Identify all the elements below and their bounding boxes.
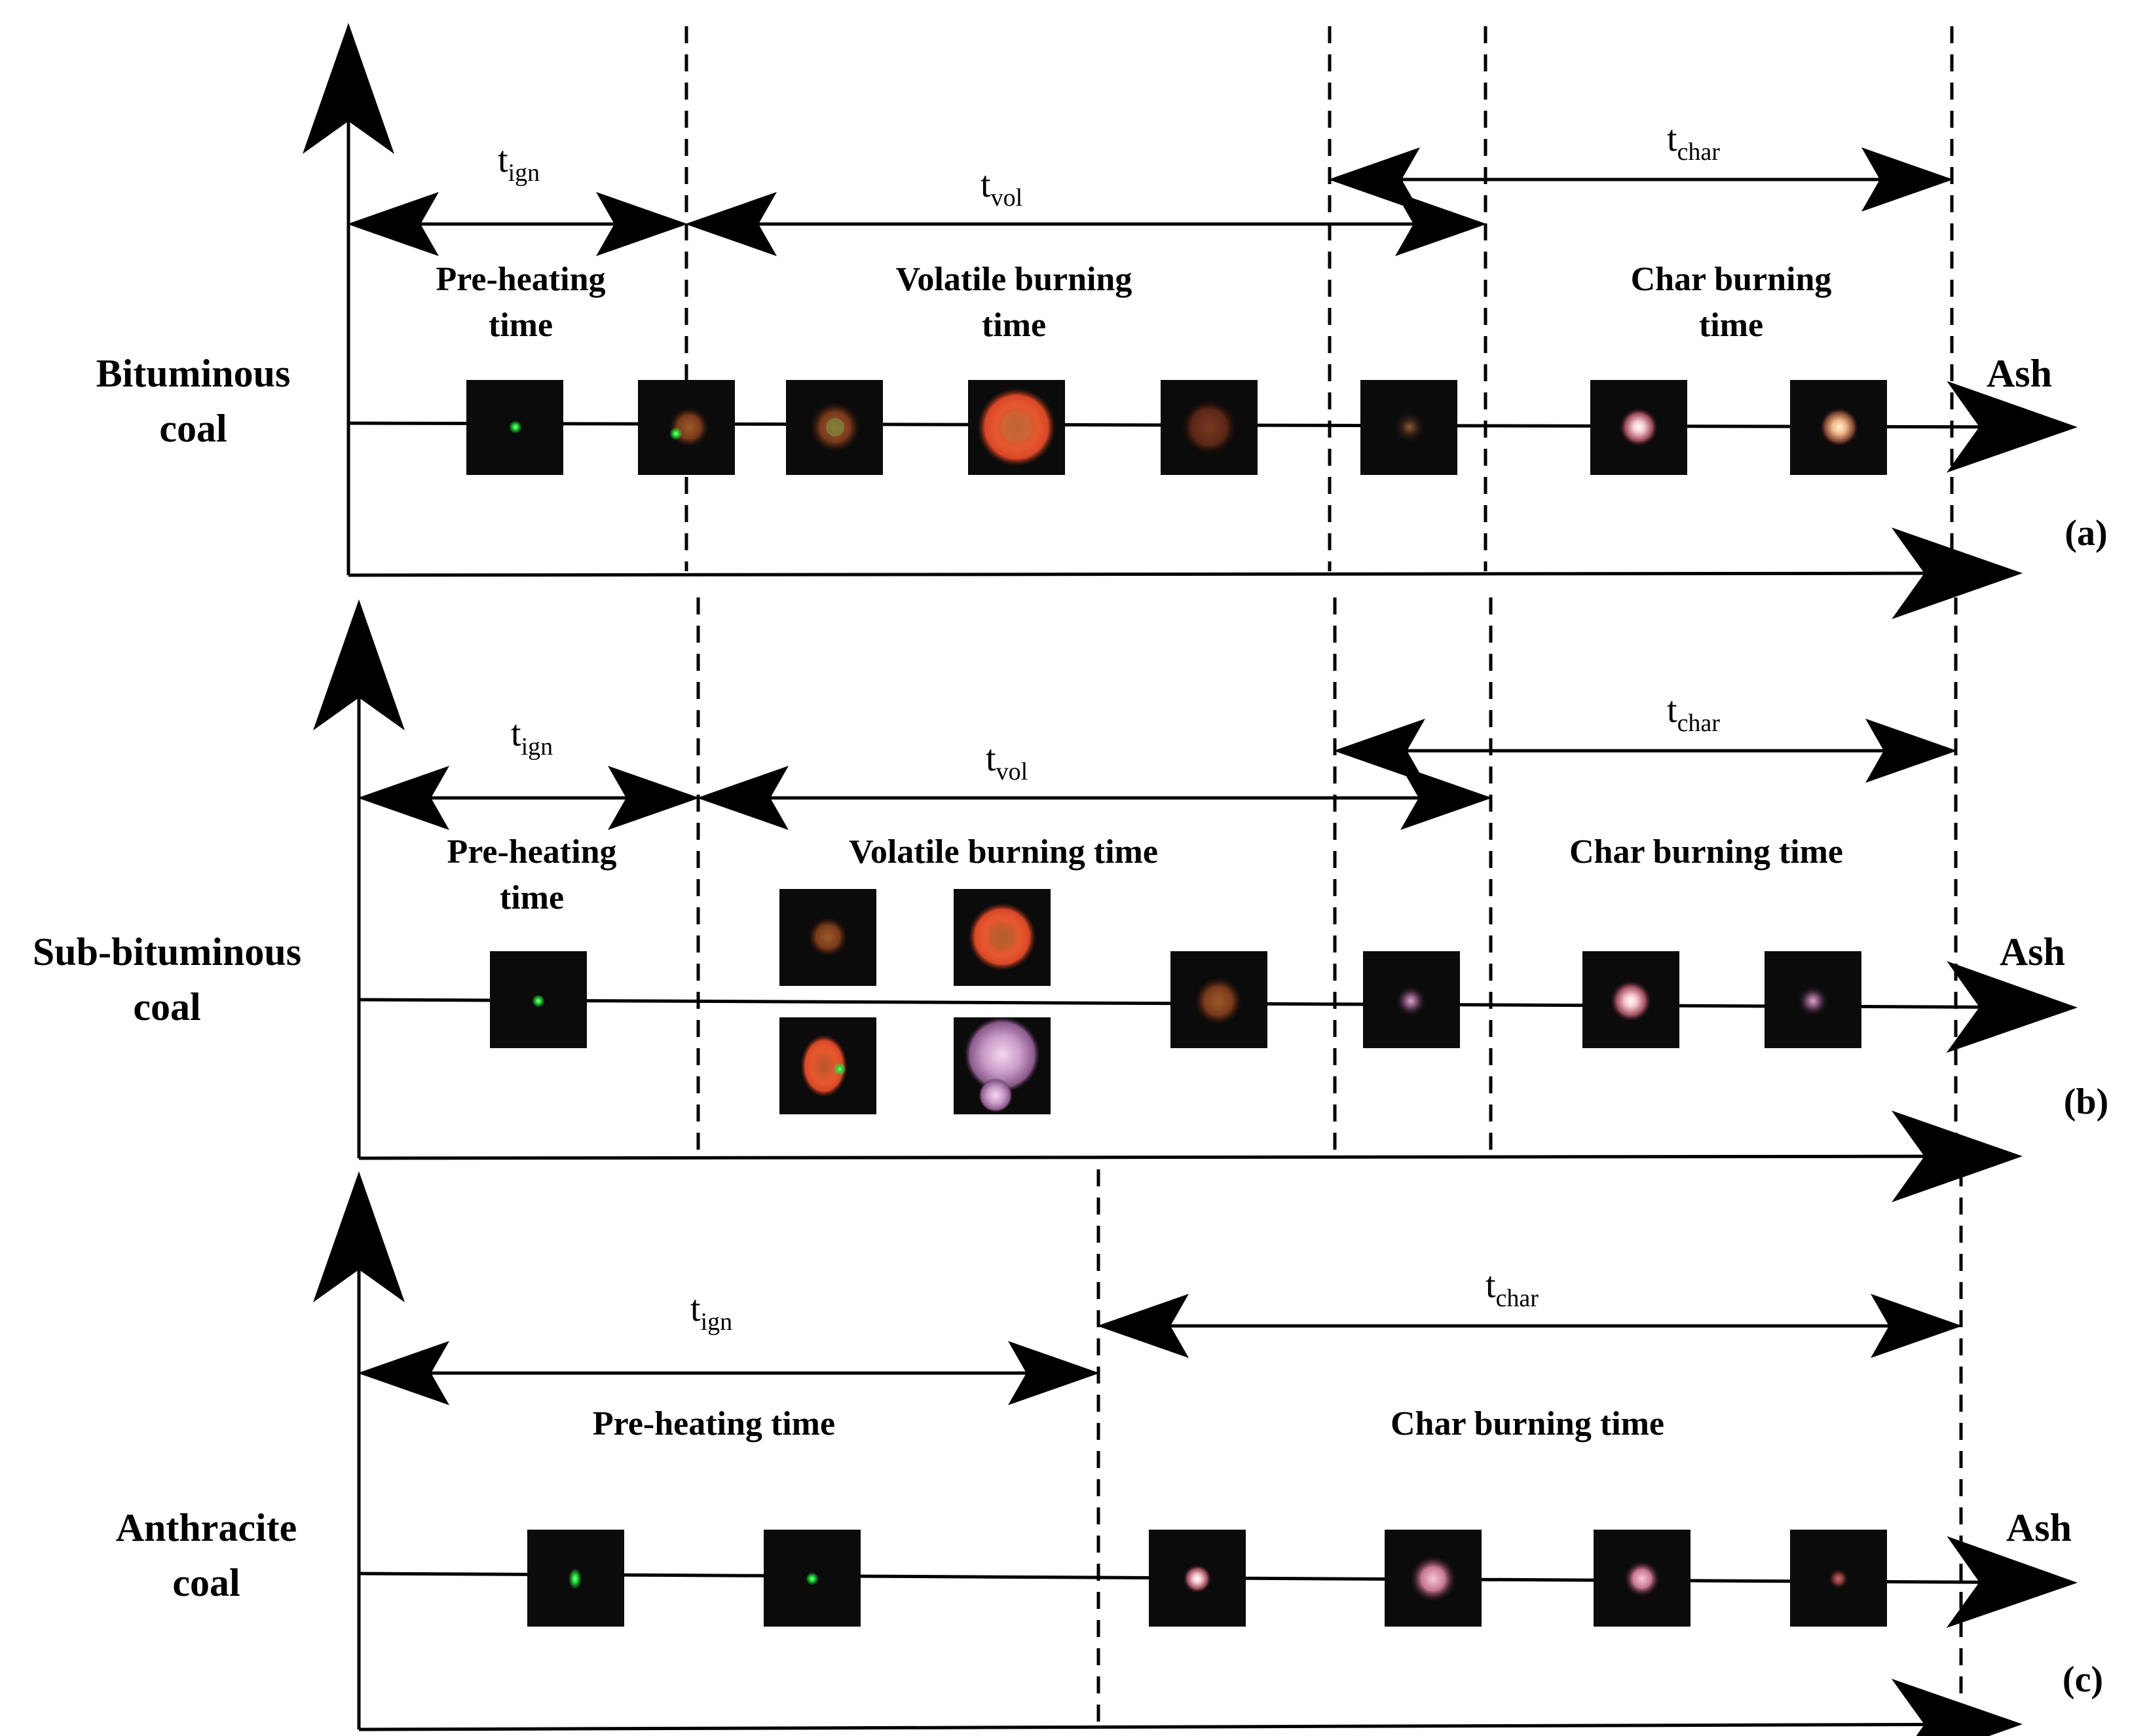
t-vol-label: tvol [981, 164, 1022, 212]
orange-flame-particle-icon [808, 917, 848, 956]
row-label: Bituminous [96, 352, 291, 395]
char-glow-particle-icon [1624, 1560, 1660, 1597]
row-label: Sub-bituminous [33, 930, 301, 973]
x-axis [358, 1110, 2023, 1203]
particle-frame [954, 1017, 1051, 1114]
orange-flame-particle-icon [800, 1034, 848, 1097]
orange-flame-particle-icon [1195, 977, 1242, 1025]
particle-frame [638, 380, 735, 475]
t-vol-label: tvol [986, 738, 1028, 785]
particle-frame [786, 380, 883, 475]
particle-frame [490, 951, 587, 1048]
phase-label-preheat: Pre-heating [436, 261, 606, 298]
green-particle-icon [532, 994, 545, 1008]
green-particle-icon [833, 1063, 846, 1076]
char-glow-particle-icon [1797, 985, 1829, 1017]
phase-label-volatile: Volatile burning [896, 261, 1132, 298]
char-glow-particle-icon [1610, 980, 1652, 1022]
panel-b: tign tvol tchar Pre-heating time Volatil… [33, 597, 2108, 1203]
ash-label: Ash [1987, 352, 2052, 395]
char-glow-particle-icon [964, 1017, 1040, 1093]
particle-frame [466, 380, 563, 475]
char-glow-particle-icon [1828, 1568, 1849, 1589]
panel-label: (c) [2063, 1659, 2103, 1700]
particle-frame [1594, 1530, 1691, 1627]
particle-frame [968, 380, 1065, 475]
particle-frame [1363, 951, 1460, 1048]
panel-label: (a) [2065, 513, 2107, 554]
particle-frame [1149, 1530, 1246, 1627]
particle-frame [1790, 380, 1887, 475]
char-glow-particle-icon [1392, 410, 1427, 444]
phase-label-char: Char burning time [1569, 833, 1843, 871]
row-label: coal [133, 985, 200, 1028]
char-glow-particle-icon [1183, 1564, 1212, 1593]
particle-frame [1385, 1530, 1482, 1627]
particle-frame [779, 889, 876, 986]
panel-a: tign tvol tchar Pre-heating time Volatil… [96, 23, 2108, 620]
particle-frame [1590, 380, 1687, 475]
x-axis [358, 1678, 2023, 1736]
char-glow-particle-icon [1410, 1555, 1457, 1602]
char-glow-particle-icon [1395, 985, 1427, 1017]
char-glow-particle-icon [1619, 407, 1658, 447]
phase-label-preheat: Pre-heating time [593, 1405, 835, 1443]
green-particle-icon [569, 1568, 582, 1589]
particle-frame [1765, 951, 1861, 1048]
panel-c: tign tchar Pre-heating time Char burning… [116, 1169, 2103, 1736]
particle-frame [1790, 1530, 1887, 1627]
t-char-label: tchar [1485, 1265, 1539, 1312]
green-particle-icon [509, 421, 522, 434]
row-label: coal [172, 1561, 240, 1604]
phase-label-volatile: Volatile burning time [849, 833, 1158, 871]
particle-frame [779, 1017, 876, 1114]
row-label: coal [159, 407, 227, 450]
t-char-label: tchar [1667, 690, 1720, 737]
particle-frame [1170, 951, 1267, 1048]
phase-label-preheat: time [500, 879, 564, 916]
ash-label: Ash [2000, 930, 2065, 973]
t-ign-label: tign [498, 140, 540, 187]
t-ign-label: tign [690, 1289, 732, 1336]
t-ign-label: tign [511, 713, 553, 761]
green-particle-icon [806, 1572, 819, 1585]
orange-flame-particle-icon [1182, 400, 1237, 455]
phase-label-preheat: Pre-heating [447, 833, 617, 871]
particle-frame [1360, 380, 1457, 475]
ash-label: Ash [2006, 1506, 2072, 1549]
phase-label-volatile: time [982, 307, 1046, 344]
particle-frame [1161, 380, 1258, 475]
phase-label-char: Char burning time [1391, 1405, 1664, 1443]
particle-frame [1582, 951, 1679, 1048]
char-glow-particle-icon [1820, 407, 1859, 447]
row-label: Anthracite [116, 1506, 297, 1549]
phase-label-char: Char burning [1631, 261, 1832, 298]
orange-flame-particle-icon [669, 407, 709, 447]
particle-frame [527, 1530, 624, 1627]
panel-label: (b) [2064, 1082, 2108, 1122]
green-particle-icon [669, 427, 682, 440]
t-char-label: tchar [1667, 119, 1720, 166]
phase-label-preheat: time [489, 307, 553, 344]
phase-label-char: time [1699, 307, 1763, 344]
x-axis [348, 527, 2023, 620]
particle-frame [764, 1530, 861, 1627]
particle-frame [954, 889, 1051, 986]
